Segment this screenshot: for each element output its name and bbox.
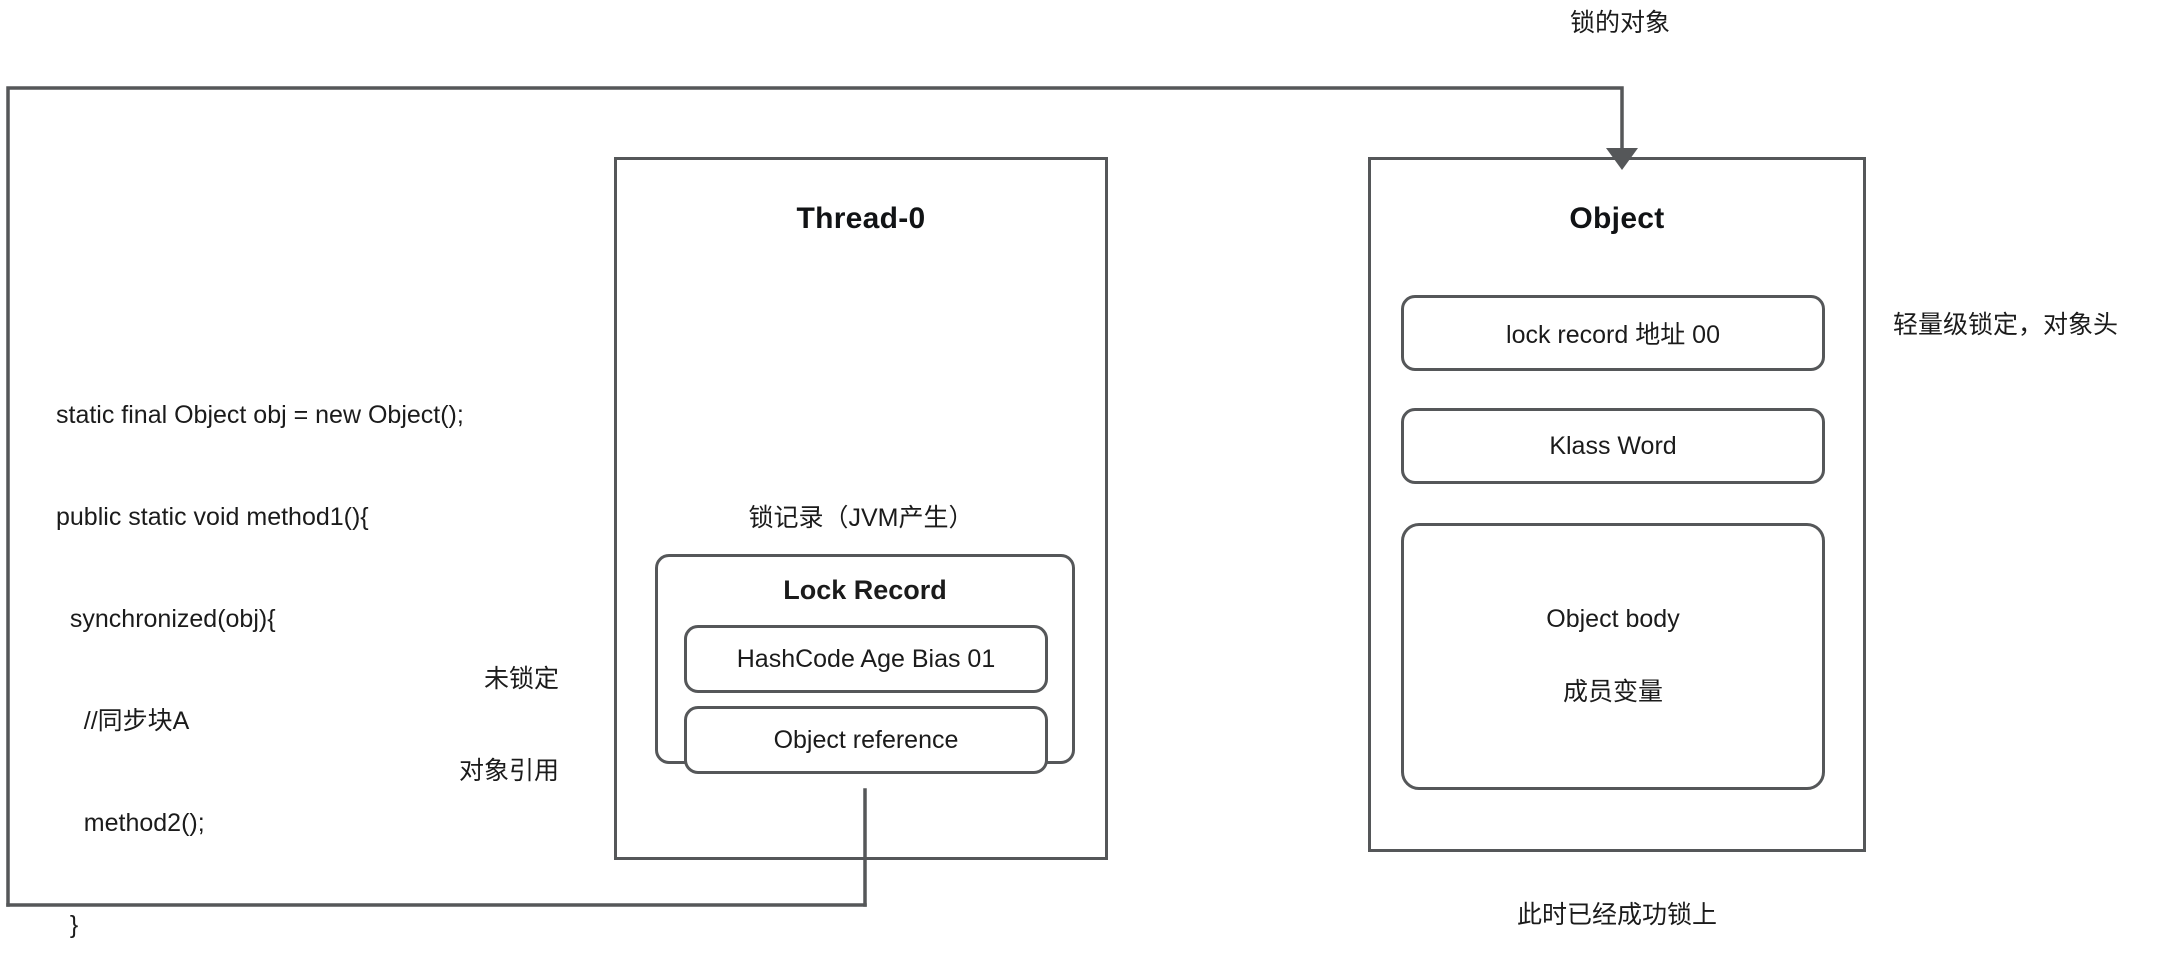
object-box: Object lock record 地址 00 Klass Word Obje…	[1368, 157, 1866, 852]
code-line-2: public static void method1(){	[56, 503, 369, 531]
code-line-1: static final Object obj = new Object();	[56, 401, 464, 429]
code-line-5: method2();	[56, 809, 205, 837]
label-object-reference: 对象引用	[459, 757, 560, 785]
object-header-markword-label: lock record 地址 00	[1506, 321, 1720, 349]
label-unlocked: 未锁定	[484, 665, 560, 693]
object-body-title: Object body	[1546, 605, 1680, 633]
lock-record-container: Lock Record HashCode Age Bias 01 Object …	[655, 554, 1075, 774]
code-snippet: static final Object obj = new Object(); …	[56, 330, 464, 961]
lock-record-row-objectref[interactable]: Object reference	[684, 706, 1048, 774]
note-lightweight-lock: 轻量级锁定，对象头	[1893, 311, 2119, 339]
lock-record-row-objectref-label: Object reference	[773, 725, 959, 754]
object-title: Object	[1569, 202, 1665, 235]
code-line-4: //同步块A	[56, 707, 190, 735]
code-line-6: }	[56, 911, 79, 939]
object-header-markword[interactable]: lock record 地址 00	[1401, 295, 1825, 371]
lock-record-caption: 锁记录（JVM产生）	[748, 504, 974, 532]
object-header-klassword-label: Klass Word	[1549, 431, 1677, 460]
note-locked-object: 锁的对象	[1569, 9, 1670, 37]
lock-record-row-markword-label: HashCode Age Bias 01	[736, 644, 996, 673]
object-header-klassword[interactable]: Klass Word	[1401, 408, 1825, 484]
thread-0-title: Thread-0	[796, 202, 926, 235]
lock-record-row-markword[interactable]: HashCode Age Bias 01	[684, 625, 1048, 693]
object-body-fields: 成员变量	[1562, 678, 1663, 706]
note-locked-successfully: 此时已经成功锁上	[1516, 901, 1717, 929]
object-body-box[interactable]: Object body 成员变量	[1401, 523, 1825, 790]
code-line-3: synchronized(obj){	[56, 605, 276, 633]
lock-record-title: Lock Record	[783, 575, 947, 605]
thread-0-box: Thread-0 锁记录（JVM产生） Lock Record HashCode…	[614, 157, 1108, 860]
